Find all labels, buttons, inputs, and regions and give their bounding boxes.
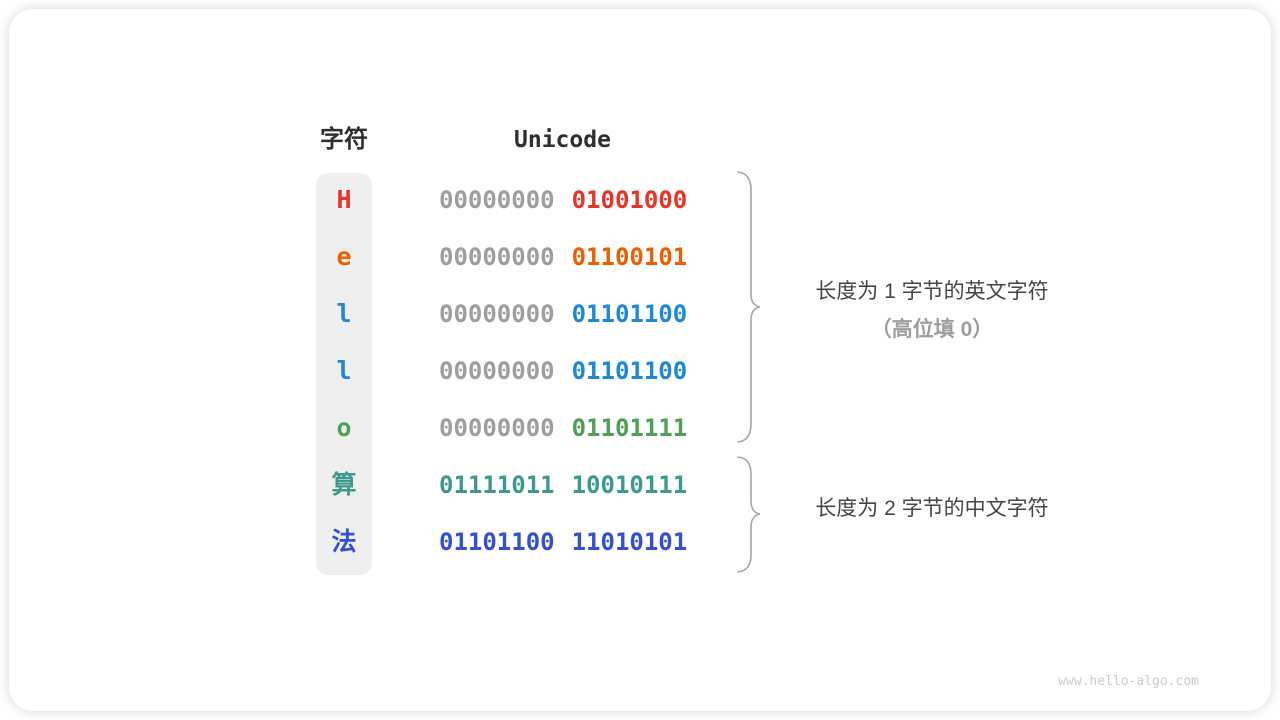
annotation-english-line1: 长度为 1 字节的英文字符 (815, 280, 1049, 303)
high-byte: 00000000 (439, 186, 555, 214)
character-cell: 算 (331, 470, 357, 499)
low-byte: 01101100 (571, 357, 688, 385)
low-byte: 01001000 (571, 186, 688, 214)
character-cell: o (336, 413, 352, 442)
unicode-bits: 01101100 11010101 (439, 525, 687, 559)
unicode-bits: 00000000 01101111 (439, 411, 687, 445)
table-row: 算 01111011 10010111 (9, 468, 1280, 502)
high-byte: 01111011 (439, 471, 555, 499)
high-byte: 00000000 (439, 357, 555, 385)
character-cell: l (336, 299, 352, 328)
low-byte: 11010101 (571, 528, 688, 556)
high-byte: 01101100 (439, 528, 555, 556)
table-row: o 00000000 01101111 (9, 411, 1280, 445)
low-byte: 10010111 (571, 471, 688, 499)
high-byte: 00000000 (439, 300, 555, 328)
diagram-card: 字符 Unicode H 00000000 01001000 e 00000000… (9, 9, 1271, 711)
table-row: l 00000000 01101100 (9, 297, 1280, 331)
high-byte: 00000000 (439, 243, 555, 271)
table-row: H 00000000 01001000 (9, 183, 1280, 217)
unicode-bits: 00000000 01101100 (439, 354, 687, 388)
table-row: e 00000000 01100101 (9, 240, 1280, 274)
unicode-bits: 00000000 01101100 (439, 297, 687, 331)
unicode-bits: 01111011 10010111 (439, 468, 687, 502)
character-cell: l (336, 356, 352, 385)
character-cell: 法 (331, 527, 357, 556)
low-byte: 01101100 (571, 300, 688, 328)
low-byte: 01101111 (571, 414, 688, 442)
character-cell: H (336, 185, 352, 214)
site-watermark: www.hello-algo.com (1058, 674, 1199, 689)
annotation-chinese-chars: 长度为 2 字节的中文字符 (732, 490, 1132, 528)
column-header-character: 字符 (320, 126, 368, 153)
character-cell: e (336, 242, 352, 271)
unicode-bits: 00000000 01001000 (439, 183, 687, 217)
low-byte: 01100101 (571, 243, 688, 271)
table-row: 法 01101100 11010101 (9, 525, 1280, 559)
annotation-chinese-line1: 长度为 2 字节的中文字符 (815, 497, 1049, 520)
annotation-english-chars: 长度为 1 字节的英文字符 （高位填 0） (732, 273, 1132, 349)
high-byte: 00000000 (439, 414, 555, 442)
column-header-unicode: Unicode (514, 127, 611, 153)
table-row: l 00000000 01101100 (9, 354, 1280, 388)
character-column-background (316, 173, 372, 575)
unicode-bits: 00000000 01100101 (439, 240, 687, 274)
annotation-english-line2: （高位填 0） (870, 318, 994, 341)
